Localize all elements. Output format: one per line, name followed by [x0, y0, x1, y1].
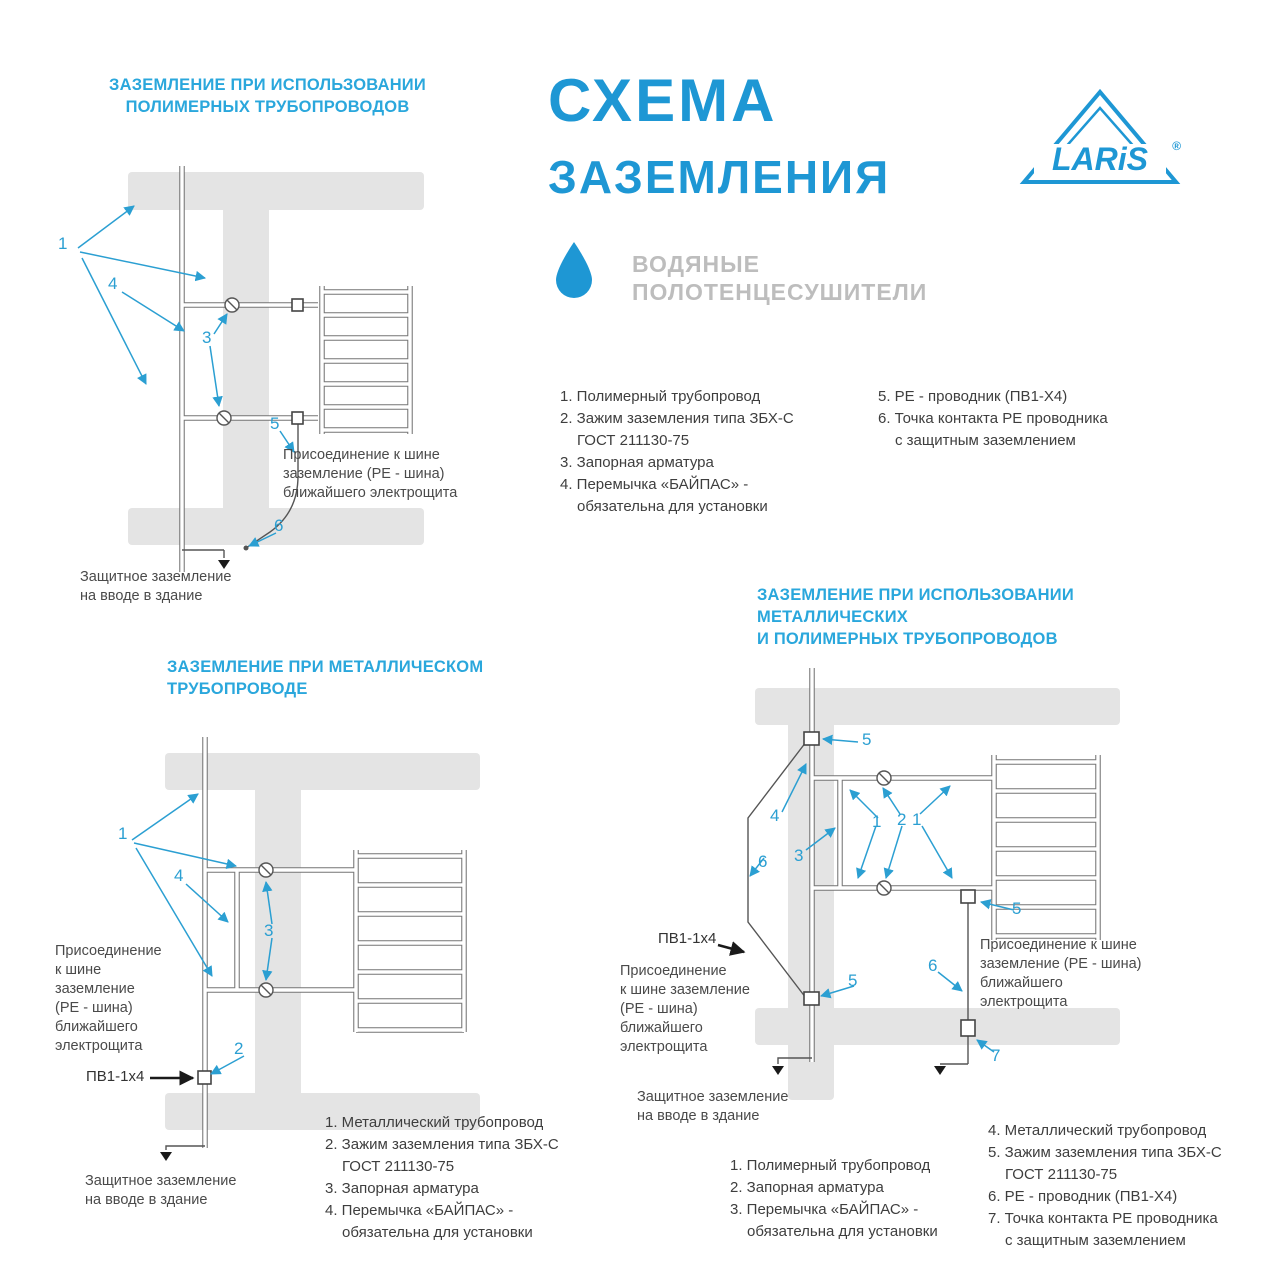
contact-point-icon — [960, 1019, 976, 1037]
wire-type-label: ПВ1-1x4 — [658, 930, 717, 947]
legend-main-left: 1. Полимерный трубопровод 2. Зажим зазем… — [560, 386, 794, 518]
legend-item: 3. Запорная арматура — [325, 1180, 479, 1197]
callout-3: 3 — [264, 921, 274, 940]
wire-pointer-arrow — [717, 941, 746, 956]
bus-connection-note: Присоединение к шине заземление (PE - ши… — [55, 943, 162, 1054]
legend-item: 2. Зажим заземления типа ЗБХ-С — [325, 1136, 559, 1153]
combined-diagram-art — [717, 668, 1120, 1100]
callout-6: 6 — [758, 852, 768, 871]
callout-arrows — [77, 205, 295, 547]
callout-1: 1 — [118, 824, 128, 843]
bus-connection-note-right: Присоединение к шине заземление (PE - ши… — [980, 937, 1142, 1010]
callout-4: 4 — [770, 806, 780, 825]
callout-5: 5 — [270, 414, 280, 433]
callout-2: 2 — [234, 1039, 244, 1058]
legend-item: обязательна для установки — [747, 1223, 938, 1240]
pipes — [809, 668, 1101, 1062]
callout-4: 4 — [108, 274, 118, 293]
callout-2: 2 — [897, 810, 907, 829]
pipes — [179, 166, 413, 572]
wire-type-label: ПВ1-1х4 — [86, 1068, 145, 1085]
callout-3: 3 — [794, 846, 804, 865]
legend-item: 6. Точка контакта PE проводника — [878, 410, 1108, 427]
bus-connection-note: Присоединение к шине заземление (PE - ши… — [283, 447, 458, 501]
callout-5: 5 — [1012, 899, 1022, 918]
legend-item: 5. Зажим заземления типа ЗБХ-С — [988, 1144, 1222, 1161]
bus-connection-note-left: Присоединение к шине заземление (PE - ши… — [620, 963, 750, 1055]
polymer-section-title: ЗАЗЕМЛЕНИЕ ПРИ ИСПОЛЬЗОВАНИИ ПОЛИМЕРНЫХ … — [109, 76, 426, 116]
ground-symbol — [772, 1066, 784, 1075]
legend-combined-left: 1. Полимерный трубопровод 2. Запорная ар… — [730, 1155, 938, 1243]
callout-7: 7 — [991, 1046, 1001, 1065]
legend-combined-right: 4. Металлический трубопровод 5. Зажим за… — [988, 1120, 1222, 1252]
protective-ground-note: Защитное заземление на вводе в здание — [637, 1089, 789, 1124]
laris-logo: LARiS ® — [1012, 82, 1188, 205]
callout-5: 5 — [862, 730, 872, 749]
legend-item: 2. Зажим заземления типа ЗБХ-С — [560, 410, 794, 427]
protective-ground-note: Защитное заземление на вводе в здание — [80, 569, 232, 604]
legend-item: 6. PE - проводник (ПВ1-Х4) — [988, 1188, 1178, 1205]
legend-item: 4. Перемычка «БАЙПАС» - — [560, 476, 749, 493]
ground-symbol — [934, 1066, 946, 1075]
ground-symbol — [218, 560, 230, 569]
legend-item: 5. PE - проводник (ПВ1-Х4) — [878, 388, 1068, 405]
wall-shapes — [128, 172, 424, 545]
ground-symbol — [160, 1152, 172, 1161]
ground-stub — [165, 1145, 205, 1150]
page-title-line2: ЗАЗЕМЛЕНИЯ — [548, 151, 891, 203]
laris-logo-icon: LARiS ® — [1019, 88, 1181, 184]
legend-item: ГОСТ 211130-75 — [1005, 1166, 1118, 1183]
valve-icon — [216, 297, 240, 426]
valve-icon — [258, 862, 274, 998]
pe-conductor — [747, 741, 969, 1065]
legend-item: 1. Металлический трубопровод — [325, 1114, 544, 1131]
legend-item: с защитным заземлением — [895, 432, 1076, 449]
legend-item: 2. Запорная арматура — [730, 1179, 884, 1196]
laris-logo-text: LARiS — [1052, 141, 1149, 177]
callout-6: 6 — [928, 956, 938, 975]
pe-conductor — [182, 424, 299, 558]
legend-item: обязательна для установки — [577, 498, 768, 515]
callout-1: 1 — [872, 812, 882, 831]
ground-clamp-icon — [803, 731, 976, 1006]
legend-item: 3. Запорная арматура — [560, 454, 714, 471]
polymer-diagram-art — [77, 166, 424, 572]
callout-1: 1 — [58, 234, 68, 253]
valve-icon — [876, 770, 892, 896]
legend-item: ГОСТ 211130-75 — [577, 432, 690, 449]
legend-item: 4. Металлический трубопровод — [988, 1122, 1207, 1139]
callout-arrows — [749, 734, 1015, 1053]
callout-4: 4 — [174, 866, 184, 885]
ground-clamp-icon — [291, 298, 304, 425]
metal-diagram-art — [131, 737, 480, 1161]
page-title-line1: СХЕМА — [548, 67, 778, 134]
legend-main-right: 5. PE - проводник (ПВ1-Х4) 6. Точка конт… — [878, 386, 1108, 452]
legend-item: 1. Полимерный трубопровод — [730, 1157, 931, 1174]
pipes — [202, 737, 467, 1148]
callout-1: 1 — [912, 810, 922, 829]
metal-section-title: ЗАЗЕМЛЕНИЕ ПРИ МЕТАЛЛИЧЕСКОМ ТРУБОПРОВОД… — [167, 658, 484, 698]
ground-stub — [777, 1057, 812, 1064]
legend-item: 7. Точка контакта PE проводника — [988, 1210, 1218, 1227]
legend-item: 1. Полимерный трубопровод — [560, 388, 761, 405]
combined-section-title: ЗАЗЕМЛЕНИЕ ПРИ ИСПОЛЬЗОВАНИИ МЕТАЛЛИЧЕСК… — [757, 586, 1074, 648]
water-drop-icon — [552, 240, 596, 303]
laris-logo-reg: ® — [1172, 139, 1181, 153]
legend-item: обязательна для установки — [342, 1224, 533, 1241]
callout-3: 3 — [202, 328, 212, 347]
wall-shapes — [165, 753, 480, 1130]
protective-ground-note: Защитное заземление на вводе в здание — [85, 1173, 237, 1208]
product-name: ВОДЯНЫЕ ПОЛОТЕНЦЕСУШИТЕЛИ — [632, 251, 928, 305]
ground-clamp-icon — [197, 1070, 212, 1085]
legend-item: 3. Перемычка «БАЙПАС» - — [730, 1201, 919, 1218]
legend-item: с защитным заземлением — [1005, 1232, 1186, 1249]
callout-6: 6 — [274, 516, 284, 535]
legend-item: ГОСТ 211130-75 — [342, 1158, 455, 1175]
callout-5: 5 — [848, 971, 858, 990]
legend-metal: 1. Металлический трубопровод 2. Зажим за… — [325, 1112, 559, 1244]
legend-item: 4. Перемычка «БАЙПАС» - — [325, 1202, 514, 1219]
callout-arrows — [131, 793, 273, 1075]
